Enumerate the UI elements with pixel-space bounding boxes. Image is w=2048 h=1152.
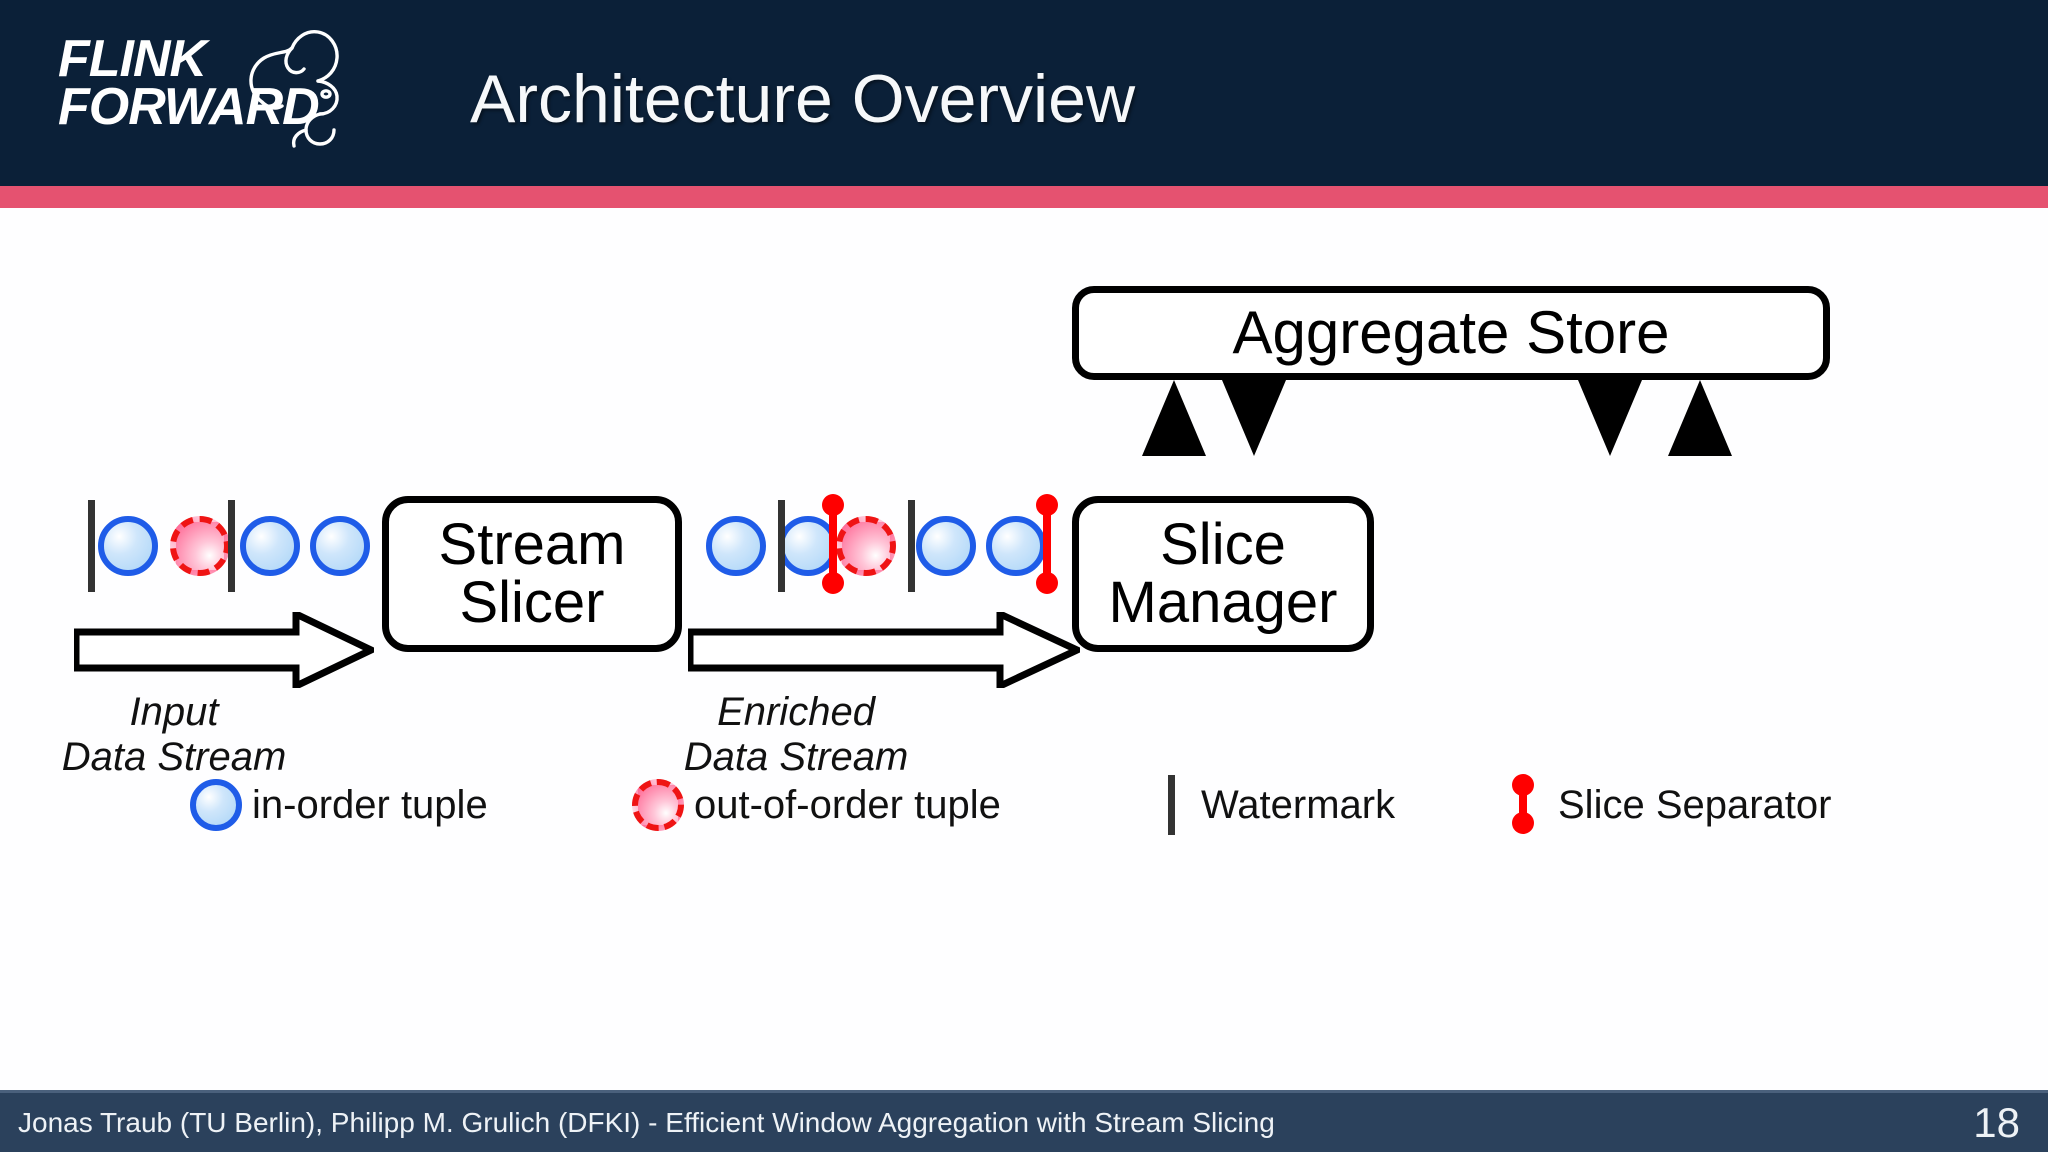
logo-line-1: FLINK <box>58 30 207 88</box>
slide-header: FLINK FORWARD Architecture Overview <box>0 0 2048 186</box>
in-order-tuple <box>986 516 1046 576</box>
watermark-icon <box>1168 775 1175 835</box>
diagram-legend: in-order tuple out-of-order tuple Waterm… <box>0 770 2048 860</box>
slice-separator <box>822 494 844 594</box>
enriched-stream-caption: Enriched Data Stream <box>683 690 909 779</box>
store-connector-up-left <box>1142 380 1206 456</box>
aggregate-store-box[interactable]: Aggregate Store <box>1072 286 1830 380</box>
legend-item-slice-separator: Slice Separator <box>1512 770 1831 840</box>
in-order-tuple-icon <box>190 779 242 831</box>
legend-label: Watermark <box>1201 782 1396 827</box>
out-of-order-tuple <box>836 516 896 576</box>
enriched-stream-arrow <box>688 612 1080 688</box>
watermark-marker <box>228 500 235 592</box>
legend-label: Slice Separator <box>1558 782 1832 827</box>
stream-slicer-box[interactable]: Stream Slicer <box>382 496 682 652</box>
stream-slicer-label: Stream Slicer <box>438 512 626 635</box>
input-stream-arrow <box>74 612 374 688</box>
separator-cap-bottom <box>822 572 844 594</box>
legend-item-in-order-tuple: in-order tuple <box>190 770 488 840</box>
watermark-marker <box>88 500 95 592</box>
separator-bar <box>1043 504 1051 584</box>
separator-bar <box>829 504 837 584</box>
legend-label: in-order tuple <box>252 782 488 827</box>
out-of-order-tuple-icon <box>632 779 684 831</box>
architecture-diagram: Aggregate Store Stream Slicer Slice Mana… <box>0 208 2048 1048</box>
store-connector-down-left <box>1222 380 1286 456</box>
legend-label: out-of-order tuple <box>694 782 1001 827</box>
slice-separator-icon <box>1512 770 1534 840</box>
in-order-tuple <box>916 516 976 576</box>
footer-attribution: Jonas Traub (TU Berlin), Philipp M. Grul… <box>18 1106 1275 1138</box>
watermark-marker <box>908 500 915 592</box>
flink-forward-logo: FLINK FORWARD <box>58 22 348 152</box>
separator-cap-bottom <box>1036 572 1058 594</box>
page-title: Architecture Overview <box>470 61 1136 137</box>
in-order-tuple <box>98 516 158 576</box>
watermark-marker <box>778 500 785 592</box>
header-accent-bar <box>0 186 2048 208</box>
store-connector-up-right <box>1668 380 1732 456</box>
store-connector-down-right <box>1578 380 1642 456</box>
slice-manager-label: Slice Manager <box>1108 512 1338 635</box>
out-of-order-tuple <box>170 516 230 576</box>
in-order-tuple <box>310 516 370 576</box>
squirrel-icon <box>249 30 339 148</box>
input-stream-caption: Input Data Stream <box>61 690 287 779</box>
slice-manager-box[interactable]: Slice Manager <box>1072 496 1374 652</box>
aggregate-store-label: Aggregate Store <box>1232 299 1670 366</box>
in-order-tuple <box>240 516 300 576</box>
page-number: 18 <box>1973 1098 2020 1146</box>
legend-item-out-of-order-tuple: out-of-order tuple <box>632 770 1001 840</box>
in-order-tuple <box>706 516 766 576</box>
legend-item-watermark: Watermark <box>1168 770 1395 840</box>
slice-separator <box>1036 494 1058 594</box>
slide-footer: Jonas Traub (TU Berlin), Philipp M. Grul… <box>0 1090 2048 1152</box>
